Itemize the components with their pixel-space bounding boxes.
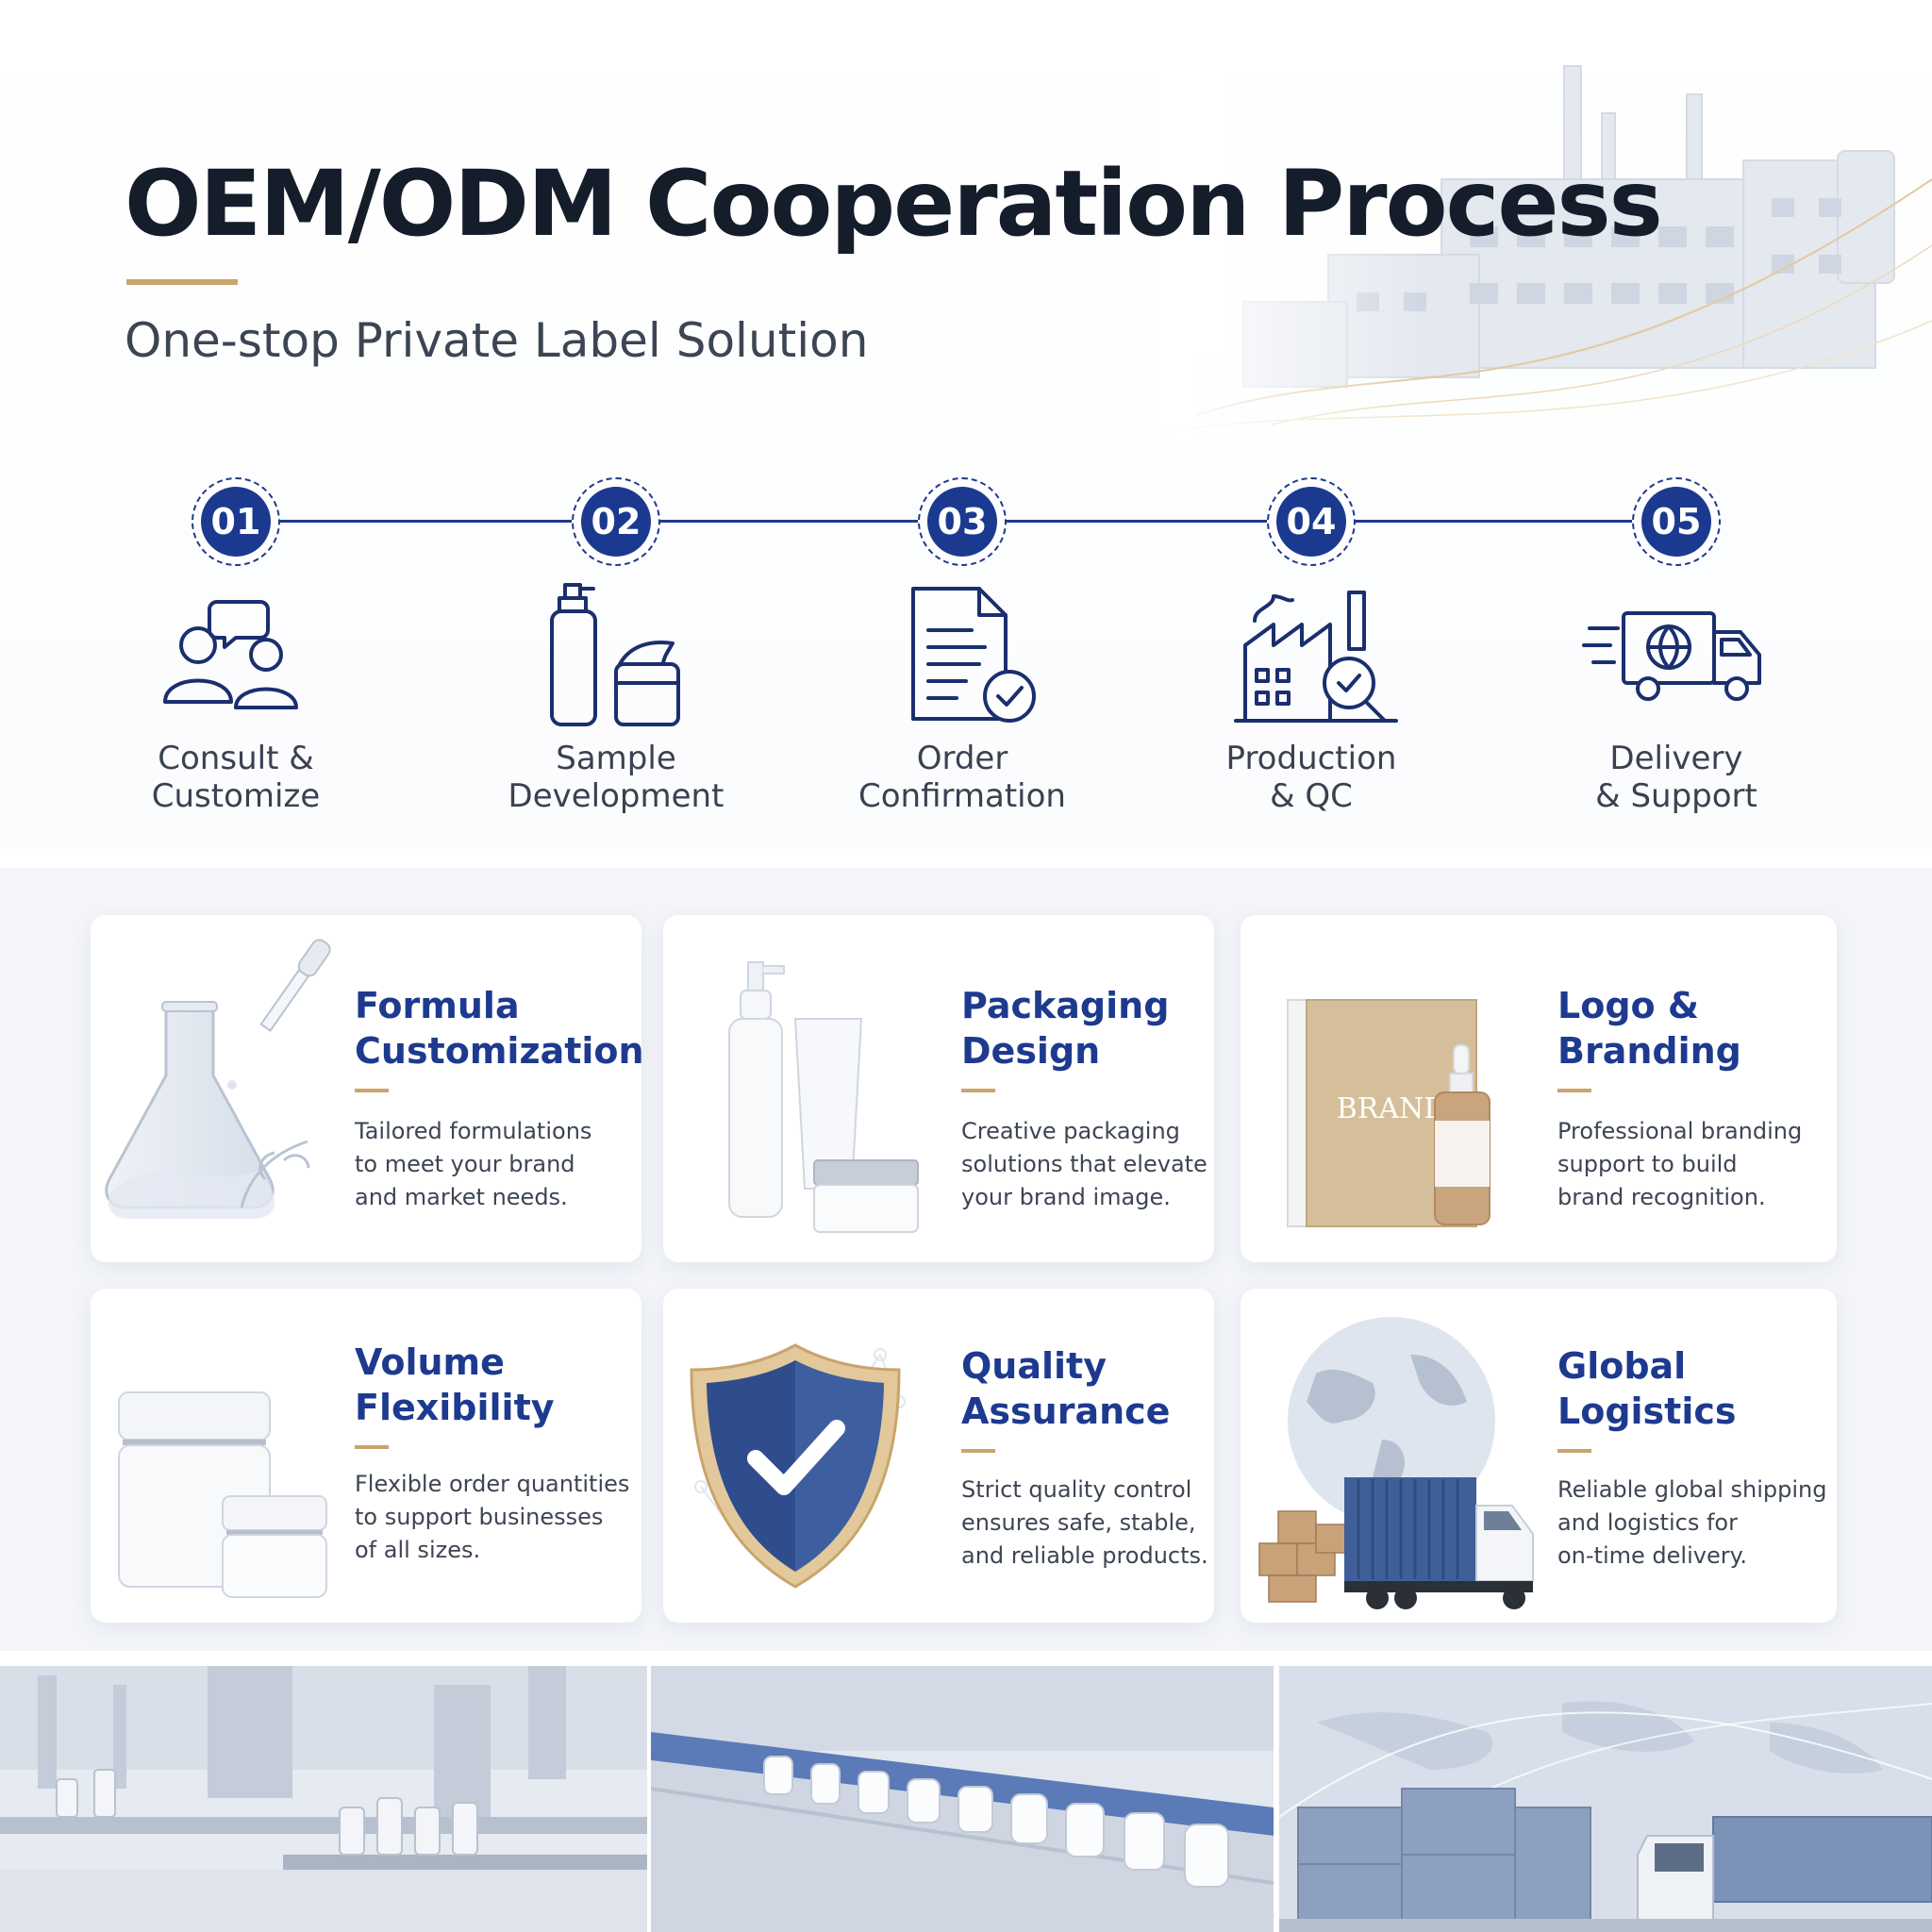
step-number-badge: 02 <box>581 487 651 557</box>
card-accent-rule <box>961 1449 995 1453</box>
title-accent-rule <box>126 279 238 285</box>
header: OEM/ODM Cooperation Process One-stop Pri… <box>0 0 1932 849</box>
flask-dropper-image <box>105 939 331 1219</box>
card-description: Professional branding support to build b… <box>1557 1118 1803 1210</box>
brand-word: BRAND <box>1337 1092 1447 1125</box>
step-label: Order Confirmation <box>858 740 1066 815</box>
delivery-truck-icon <box>1582 611 1761 701</box>
card-title: Quality Assurance <box>961 1345 1171 1432</box>
step-number-badge: 03 <box>927 487 997 557</box>
brand-box-image: BRAND <box>1287 999 1491 1227</box>
card-description: Tailored formulations to meet your brand… <box>355 1118 592 1210</box>
step-4: 04 Production & QC <box>1141 477 1481 815</box>
step-2: 02 Sample Development <box>446 477 786 815</box>
step-number-badge: 05 <box>1641 487 1711 557</box>
lab-photo <box>0 1666 647 1932</box>
card-title: Logo & Branding <box>1557 985 1741 1072</box>
page-subtitle: One-stop Private Label Solution <box>125 313 869 368</box>
card-description: Reliable global shipping and logistics f… <box>1557 1476 1827 1569</box>
page-title: OEM/ODM Cooperation Process <box>125 151 1663 257</box>
card-title: Formula Customization <box>355 985 641 1072</box>
document-check-icon <box>911 587 1036 723</box>
step-3: 03 Order Confirmation <box>792 477 1132 815</box>
step-label: Sample Development <box>508 740 724 815</box>
step-badge-ring: 04 <box>1267 477 1356 566</box>
card-accent-rule <box>1557 1449 1591 1453</box>
factory-illustration <box>1158 38 1932 443</box>
card-packaging-design: Packaging Design Creative packaging solu… <box>663 915 1214 1262</box>
logistics-photo <box>1279 1666 1932 1932</box>
card-description: Creative packaging solutions that elevat… <box>961 1118 1208 1210</box>
jars-image <box>118 1391 327 1598</box>
card-global-logistics: Global Logistics Reliable global shippin… <box>1241 1289 1837 1623</box>
card-description: Strict quality control ensures safe, sta… <box>961 1476 1208 1569</box>
card-accent-rule <box>961 1089 995 1092</box>
card-title: Volume Flexibility <box>355 1341 555 1428</box>
card-quality-assurance: Quality Assurance Strict quality control… <box>663 1289 1214 1623</box>
card-formula-customization: Formula Customization Tailored formulati… <box>91 915 641 1262</box>
step-badge-ring: 03 <box>918 477 1007 566</box>
card-title: Packaging Design <box>961 985 1170 1072</box>
production-line-photo <box>651 1666 1274 1932</box>
card-description: Flexible order quantities to support bus… <box>355 1471 630 1563</box>
step-1: 01 Consult & Customize <box>66 477 406 815</box>
step-label: Consult & Customize <box>151 740 321 815</box>
step-number-badge: 01 <box>201 487 271 557</box>
card-accent-rule <box>355 1089 389 1092</box>
step-5: 05 Delivery & Support <box>1507 477 1846 815</box>
step-label: Delivery & Support <box>1595 740 1757 815</box>
card-title: Global Logistics <box>1557 1345 1737 1432</box>
card-volume-flexibility: Volume Flexibility Flexible order quanti… <box>91 1289 641 1623</box>
card-accent-rule <box>355 1445 389 1449</box>
step-badge-ring: 01 <box>192 477 280 566</box>
bottle-jar-icon <box>550 583 680 726</box>
step-label: Production & QC <box>1225 740 1397 815</box>
card-logo-branding: BRAND Logo & Branding Professional brand… <box>1241 915 1837 1262</box>
step-badge-ring: 05 <box>1632 477 1721 566</box>
card-accent-rule <box>1557 1089 1591 1092</box>
consult-icon <box>163 600 298 709</box>
globe-truck-image <box>1258 1317 1534 1609</box>
bottles-image <box>728 961 919 1233</box>
factory-inspect-icon <box>1234 591 1398 723</box>
step-badge-ring: 02 <box>572 477 660 566</box>
step-number-badge: 04 <box>1276 487 1346 557</box>
shield-check-image <box>690 1343 906 1589</box>
